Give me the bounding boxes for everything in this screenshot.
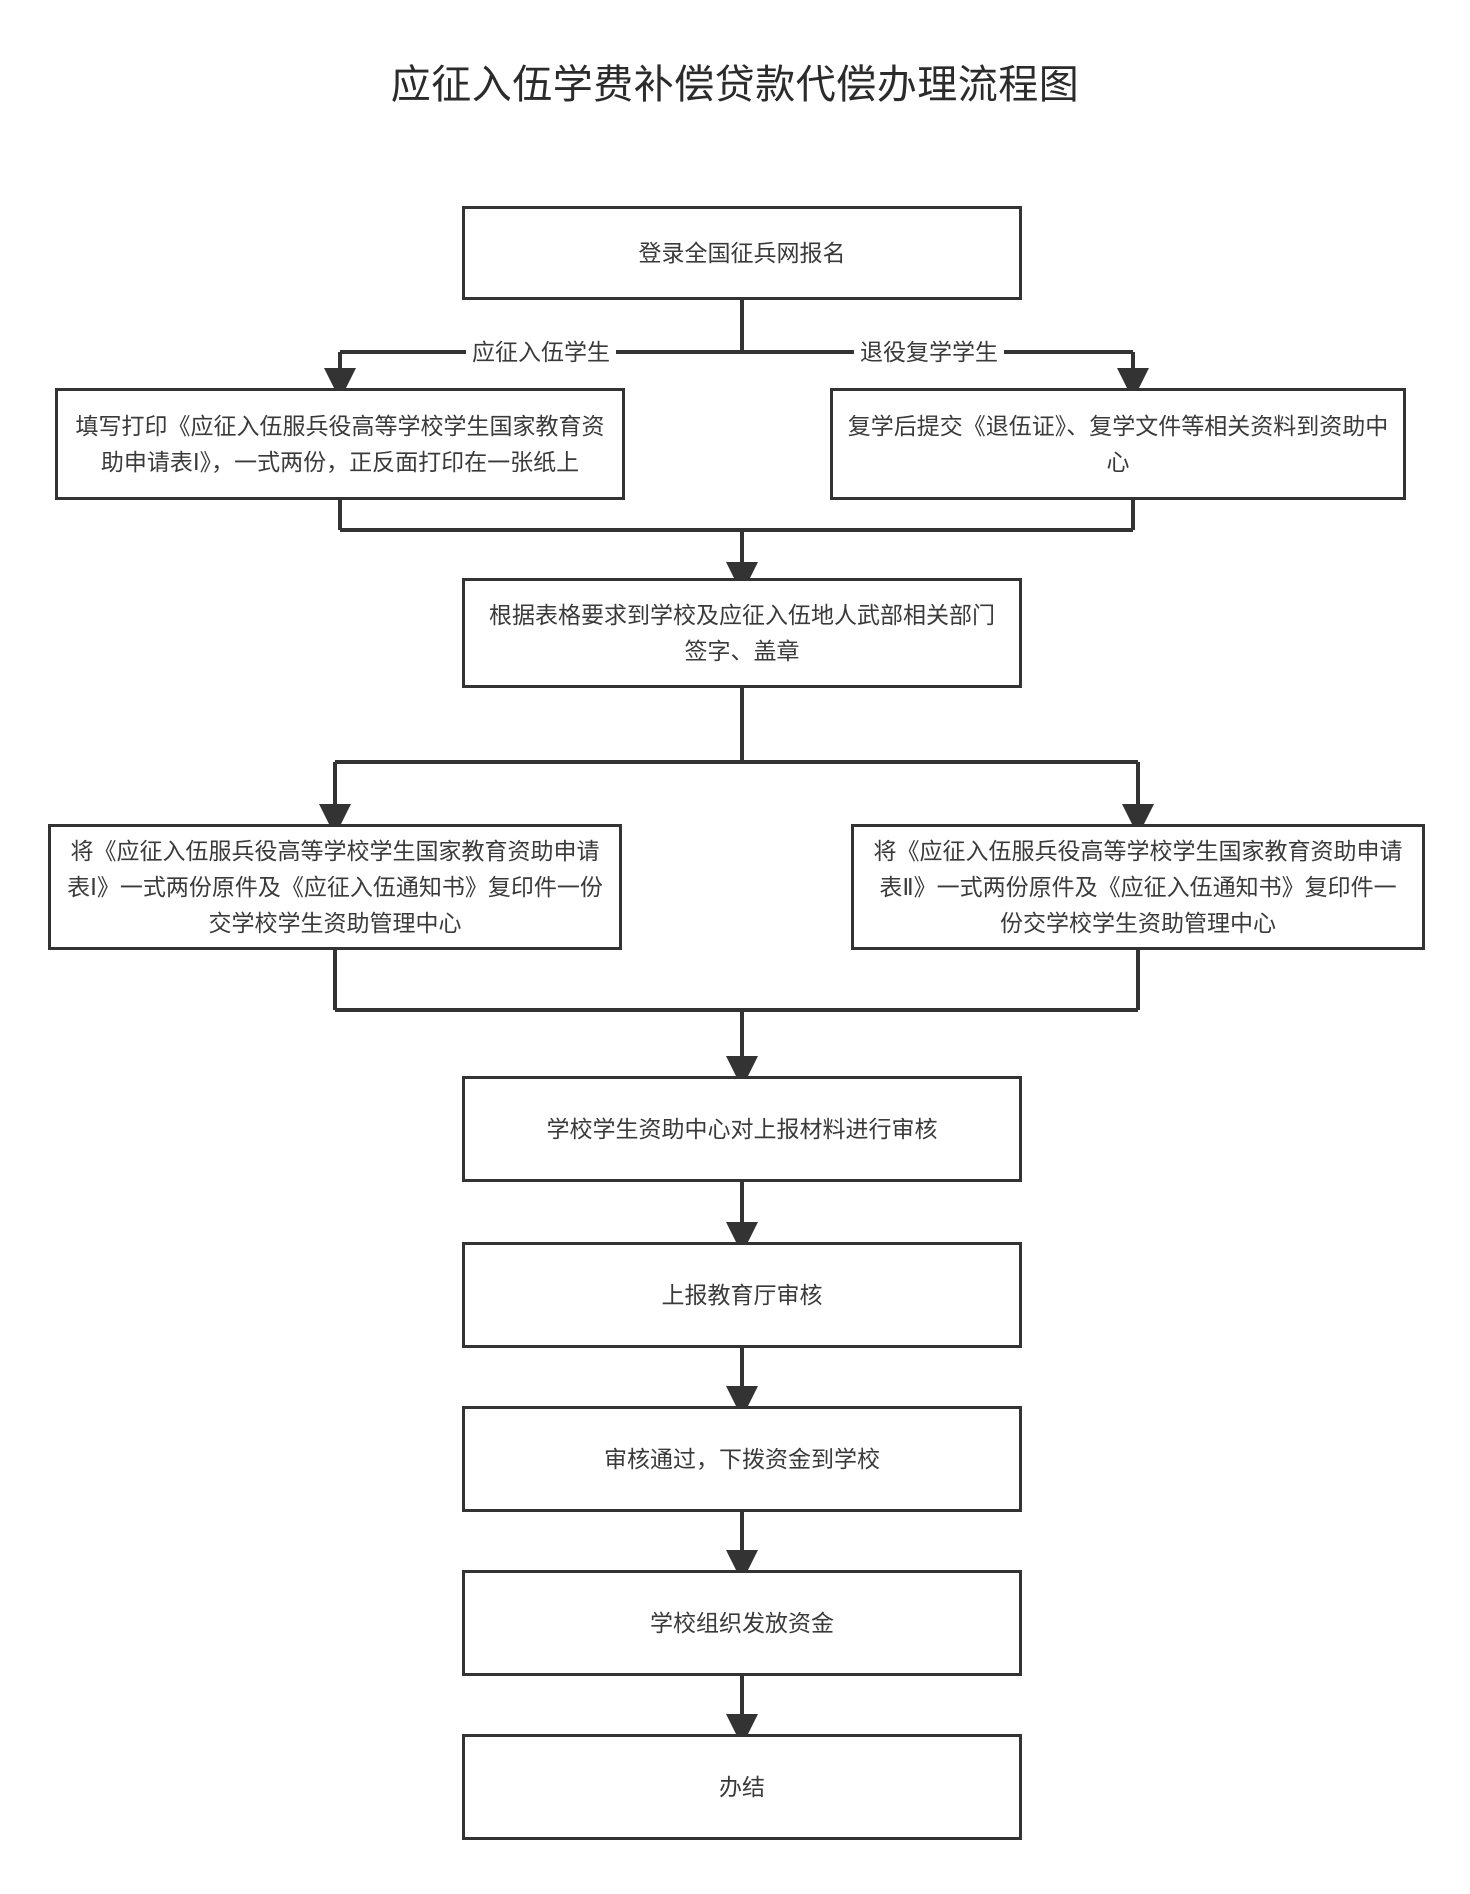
- node-school-disburse-label: 学校组织发放资金: [650, 1610, 834, 1636]
- node-enlist-form-label: 填写打印《应征入伍服兵役高等学校学生国家教育资助申请表Ⅰ》，一式两份，正反面打印…: [75, 413, 605, 475]
- page-title: 应征入伍学费补偿贷款代偿办理流程图: [390, 63, 1080, 107]
- node-veteran-submit[interactable]: 复学后提交《退伍证》、复学文件等相关资料到资助中心: [830, 388, 1406, 500]
- edge-label-branch-right: 退役复学学生: [854, 338, 1004, 366]
- node-done[interactable]: 办结: [462, 1734, 1022, 1840]
- node-sign-stamp[interactable]: 根据表格要求到学校及应征入伍地人武部相关部门签字、盖章: [462, 578, 1022, 688]
- node-veteran-submit-label: 复学后提交《退伍证》、复学文件等相关资料到资助中心: [847, 413, 1389, 475]
- node-submit-form-2[interactable]: 将《应征入伍服兵役高等学校学生国家教育资助申请表Ⅱ》一式两份原件及《应征入伍通知…: [851, 824, 1425, 950]
- node-submit-form-1-label: 将《应征入伍服兵役高等学校学生国家教育资助申请表Ⅰ》一式两份原件及《应征入伍通知…: [67, 838, 603, 936]
- node-enlist-form[interactable]: 填写打印《应征入伍服兵役高等学校学生国家教育资助申请表Ⅰ》，一式两份，正反面打印…: [55, 388, 625, 500]
- node-submit-form-2-label: 将《应征入伍服兵役高等学校学生国家教育资助申请表Ⅱ》一式两份原件及《应征入伍通知…: [873, 838, 1403, 936]
- node-funds-allocated[interactable]: 审核通过，下拨资金到学校: [462, 1406, 1022, 1512]
- node-school-review-label: 学校学生资助中心对上报材料进行审核: [546, 1116, 938, 1142]
- node-school-disburse[interactable]: 学校组织发放资金: [462, 1570, 1022, 1676]
- node-dept-review-label: 上报教育厅审核: [661, 1282, 823, 1308]
- node-sign-stamp-label: 根据表格要求到学校及应征入伍地人武部相关部门签字、盖章: [489, 602, 995, 664]
- node-school-review[interactable]: 学校学生资助中心对上报材料进行审核: [462, 1076, 1022, 1182]
- node-submit-form-1[interactable]: 将《应征入伍服兵役高等学校学生国家教育资助申请表Ⅰ》一式两份原件及《应征入伍通知…: [48, 824, 622, 950]
- node-funds-allocated-label: 审核通过，下拨资金到学校: [604, 1446, 880, 1472]
- node-start[interactable]: 登录全国征兵网报名: [462, 206, 1022, 300]
- edge-label-branch-left: 应征入伍学生: [466, 338, 616, 366]
- node-start-label: 登录全国征兵网报名: [638, 240, 846, 266]
- node-dept-review[interactable]: 上报教育厅审核: [462, 1242, 1022, 1348]
- node-done-label: 办结: [719, 1774, 765, 1800]
